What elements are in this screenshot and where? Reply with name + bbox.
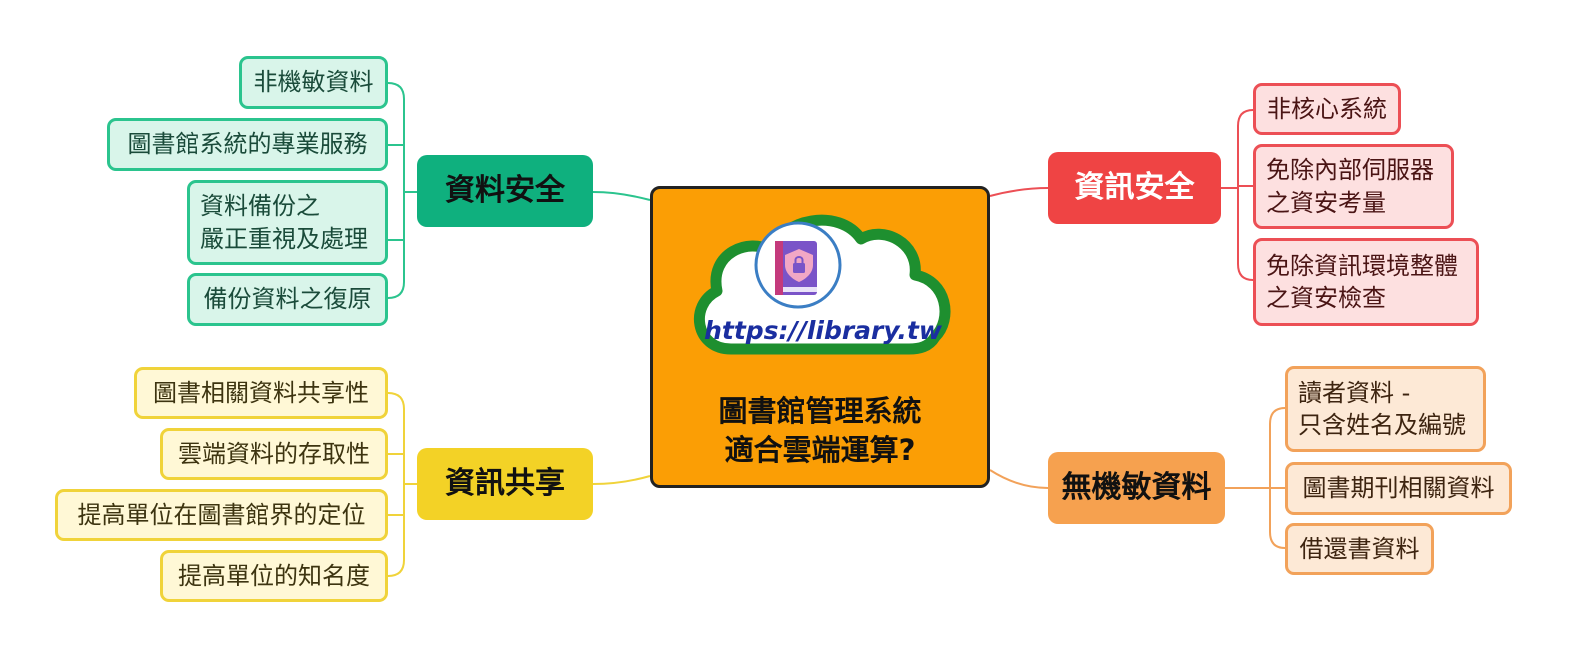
- leaf-non-core-system[interactable]: 非核心系統: [1253, 83, 1401, 135]
- leaf-exempt-environment-check[interactable]: 免除資訊環境整體 之資安檢查: [1253, 238, 1479, 326]
- leaf-library-professional-service[interactable]: 圖書館系統的專業服務: [107, 118, 388, 171]
- branch-info-security[interactable]: 資訊安全: [1048, 152, 1221, 224]
- leaf-non-sensitive-data[interactable]: 非機敏資料: [239, 56, 388, 109]
- leaf-periodical-data[interactable]: 圖書期刊相關資料: [1285, 462, 1512, 515]
- leaf-exempt-internal-server[interactable]: 免除內部伺服器 之資安考量: [1253, 144, 1454, 229]
- leaf-backup-restore[interactable]: 備份資料之復原: [187, 273, 388, 326]
- connector-yellow-center: [592, 475, 651, 485]
- shield-lock-book-icon: [754, 221, 842, 309]
- branch-no-sensitive-data[interactable]: 無機敏資料: [1048, 452, 1225, 524]
- connector-red-bracket: [1221, 109, 1254, 281]
- leaf-backup-handling[interactable]: 資料備份之 嚴正重視及處理: [187, 180, 388, 265]
- connector-green-bracket: [387, 82, 417, 299]
- branch-info-sharing[interactable]: 資訊共享: [417, 448, 593, 520]
- leaf-borrow-return-data[interactable]: 借還書資料: [1285, 523, 1434, 575]
- branch-data-security[interactable]: 資料安全: [417, 155, 593, 227]
- leaf-cloud-access[interactable]: 雲端資料的存取性: [160, 428, 388, 480]
- center-title: 圖書館管理系統 適合雲端運算?: [718, 394, 922, 468]
- leaf-reader-data[interactable]: 讀者資料 - 只含姓名及編號: [1285, 366, 1486, 452]
- connector-red-center: [989, 187, 1049, 197]
- connector-green-center: [592, 191, 651, 201]
- connector-orange-center: [989, 469, 1049, 489]
- cloud-icon: [694, 214, 951, 355]
- connector-yellow-bracket: [387, 392, 417, 577]
- leaf-raise-positioning[interactable]: 提高單位在圖書館界的定位: [55, 489, 388, 541]
- connector-orange-bracket: [1225, 407, 1286, 549]
- center-topic[interactable]: https://library.tw 圖書館管理系統 適合雲端運算?: [650, 186, 990, 488]
- leaf-data-sharing[interactable]: 圖書相關資料共享性: [134, 367, 388, 419]
- url-label: https://library.tw: [704, 316, 942, 345]
- leaf-raise-reputation[interactable]: 提高單位的知名度: [160, 550, 388, 602]
